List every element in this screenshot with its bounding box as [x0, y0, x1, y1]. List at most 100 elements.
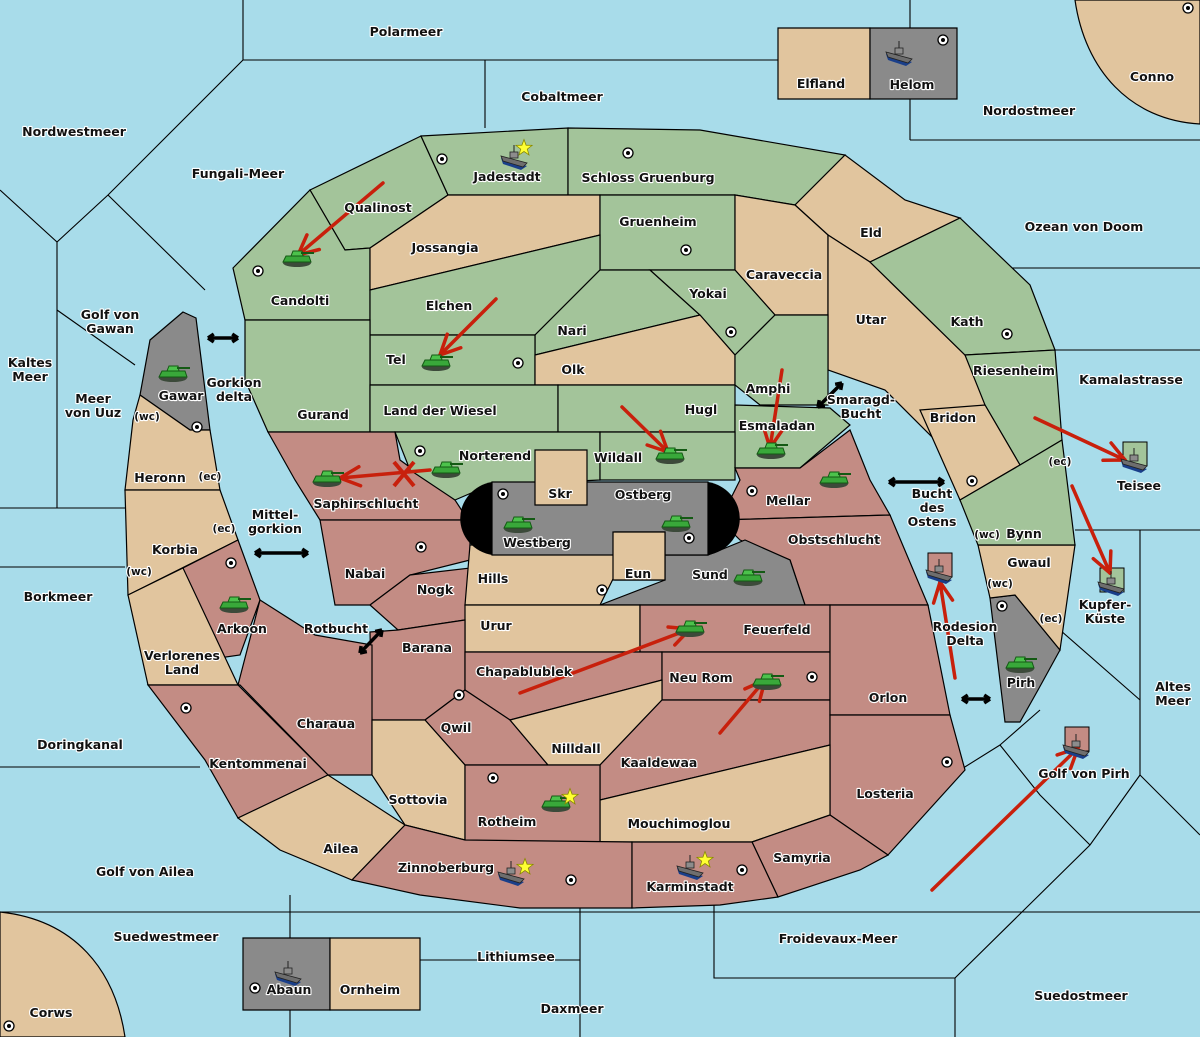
fleet-unit-icon-bucht-des-ostens[interactable] — [925, 559, 953, 584]
sea-boundary — [242, 0, 910, 61]
supply-center-icon — [512, 357, 524, 369]
army-unit-icon-arkoon[interactable] — [219, 596, 251, 613]
army-unit-icon-tel[interactable] — [421, 354, 453, 371]
territory-label-amphi: Amphi — [746, 381, 791, 396]
fleet-unit-icon-kupfer-k-ste[interactable] — [1097, 571, 1125, 596]
fortress-cap-east — [708, 482, 740, 555]
territory-label-smaragd-bucht: Smaragd-Bucht — [827, 392, 895, 421]
fleet-unit-icon-karminstadt[interactable] — [676, 855, 704, 880]
army-unit-icon-candolti[interactable] — [282, 250, 314, 267]
army-unit-icon-ostberg[interactable] — [661, 515, 693, 532]
coast-label: (wc) — [987, 578, 1013, 590]
territory-label-conno: Conno — [1130, 69, 1175, 84]
territory-label-riesenheim: Riesenheim — [973, 363, 1055, 378]
territory-label-doringkanal: Doringkanal — [37, 737, 123, 752]
army-unit-icon-feuerfeld[interactable] — [675, 620, 707, 637]
supply-center-icon — [746, 485, 758, 497]
sea-boundary — [954, 774, 1141, 1037]
supply-center-icon — [725, 326, 737, 338]
canal-link-icon — [961, 693, 991, 705]
territory-label-hills: Hills — [478, 571, 509, 586]
territory-label-ostberg: Ostberg — [615, 487, 672, 502]
territory-label-barana: Barana — [402, 640, 452, 655]
army-unit-icon-wildall[interactable] — [655, 447, 687, 464]
army-unit-icon-norterend[interactable] — [431, 461, 463, 478]
supply-center-icon — [1001, 328, 1013, 340]
sea-boundary — [107, 194, 206, 291]
army-unit-icon-neu-rom[interactable] — [752, 673, 784, 690]
army-unit-icon-saphirschlucht[interactable] — [312, 470, 344, 487]
territory-corws[interactable] — [0, 911, 126, 1037]
territory-label-kamalastrasse: Kamalastrasse — [1079, 372, 1183, 387]
territory-karminstadt[interactable] — [631, 841, 779, 909]
territory-label-tel: Tel — [386, 352, 406, 367]
territory-label-mouchimoglou: Mouchimoglou — [628, 816, 731, 831]
territory-label-eld: Eld — [860, 225, 882, 240]
territory-label-nabai: Nabai — [345, 566, 386, 581]
territory-skr[interactable] — [534, 449, 588, 506]
territory-label-arkoon: Arkoon — [217, 621, 267, 636]
army-unit-icon-esmaladan[interactable] — [756, 442, 788, 459]
territory-label-jadestadt: Jadestadt — [472, 169, 540, 184]
supply-center-icon — [3, 1020, 15, 1032]
territory-label-pirh: Pirh — [1007, 675, 1036, 690]
territory-label-froidevaux-meer: Froidevaux-Meer — [779, 931, 898, 946]
territory-schloss-gruenburg[interactable] — [567, 127, 847, 206]
sea-boundary — [959, 744, 1091, 846]
territory-amphi[interactable] — [734, 314, 829, 406]
territory-label-mittel-gorkion: Mittel-gorkion — [248, 507, 302, 536]
fleet-unit-icon-abaun[interactable] — [274, 961, 302, 986]
territory-helom[interactable] — [869, 27, 958, 100]
supply-center-icon — [249, 982, 261, 994]
fleet-unit-icon-helom[interactable] — [885, 41, 913, 66]
territory-label-sund: Sund — [692, 567, 728, 582]
fortress-cap-west — [460, 482, 492, 555]
order-arrow-bynn-to-kupfer-k-ste — [1070, 484, 1113, 575]
territory-bynn[interactable] — [959, 439, 1076, 546]
fleet-unit-icon-zinnoberburg[interactable] — [497, 861, 525, 886]
supply-center-icon — [414, 445, 426, 457]
territory-label-caraveccia: Caraveccia — [746, 267, 822, 282]
fleet-unit-icon-teisee[interactable] — [1120, 448, 1148, 473]
territory-label-westberg: Westberg — [503, 535, 571, 550]
territory-mellar[interactable] — [719, 429, 892, 521]
army-unit-icon-sund[interactable] — [733, 569, 765, 586]
canal-link-icon — [207, 332, 239, 344]
territory-ornheim[interactable] — [329, 937, 421, 1011]
territory-label-candolti: Candolti — [271, 293, 330, 308]
fleet-unit-icon-golf-von-pirh[interactable] — [1062, 734, 1090, 759]
territory-label-elchen: Elchen — [426, 298, 473, 313]
home-star-icon — [695, 850, 715, 868]
territory-label-norterend: Norterend — [459, 448, 531, 463]
territory-label-saphirschlucht: Saphirschlucht — [314, 496, 419, 511]
supply-center-icon — [996, 600, 1008, 612]
army-unit-icon-gawar[interactable] — [158, 365, 190, 382]
territory-label-eun: Eun — [625, 566, 651, 581]
territory-conno[interactable] — [1074, 0, 1200, 125]
army-unit-icon-pirh[interactable] — [1005, 656, 1037, 673]
territory-label-ailea: Ailea — [323, 841, 358, 856]
territory-label-helom: Helom — [890, 77, 935, 92]
territory-rotheim[interactable] — [464, 764, 601, 843]
territory-label-neu-rom: Neu Rom — [669, 670, 732, 685]
territory-label-utar: Utar — [856, 312, 888, 327]
territory-label-mellar: Mellar — [766, 493, 811, 508]
supply-center-icon — [622, 147, 634, 159]
supply-center-icon — [487, 772, 499, 784]
territory-kath[interactable] — [868, 217, 1056, 356]
sea-boundary — [999, 709, 1041, 746]
territory-eun-box[interactable] — [612, 531, 666, 581]
sea-boundary — [56, 309, 136, 366]
fleet-unit-icon-jadestadt[interactable] — [500, 145, 528, 170]
army-unit-icon-mellar[interactable] — [819, 471, 851, 488]
territory-label-gruenheim: Gruenheim — [619, 214, 696, 229]
army-unit-icon-westberg[interactable] — [503, 516, 535, 533]
territory-label-nogk: Nogk — [417, 582, 454, 597]
territory-gruenheim[interactable] — [599, 194, 736, 271]
coast-label: (ec) — [1040, 613, 1063, 625]
